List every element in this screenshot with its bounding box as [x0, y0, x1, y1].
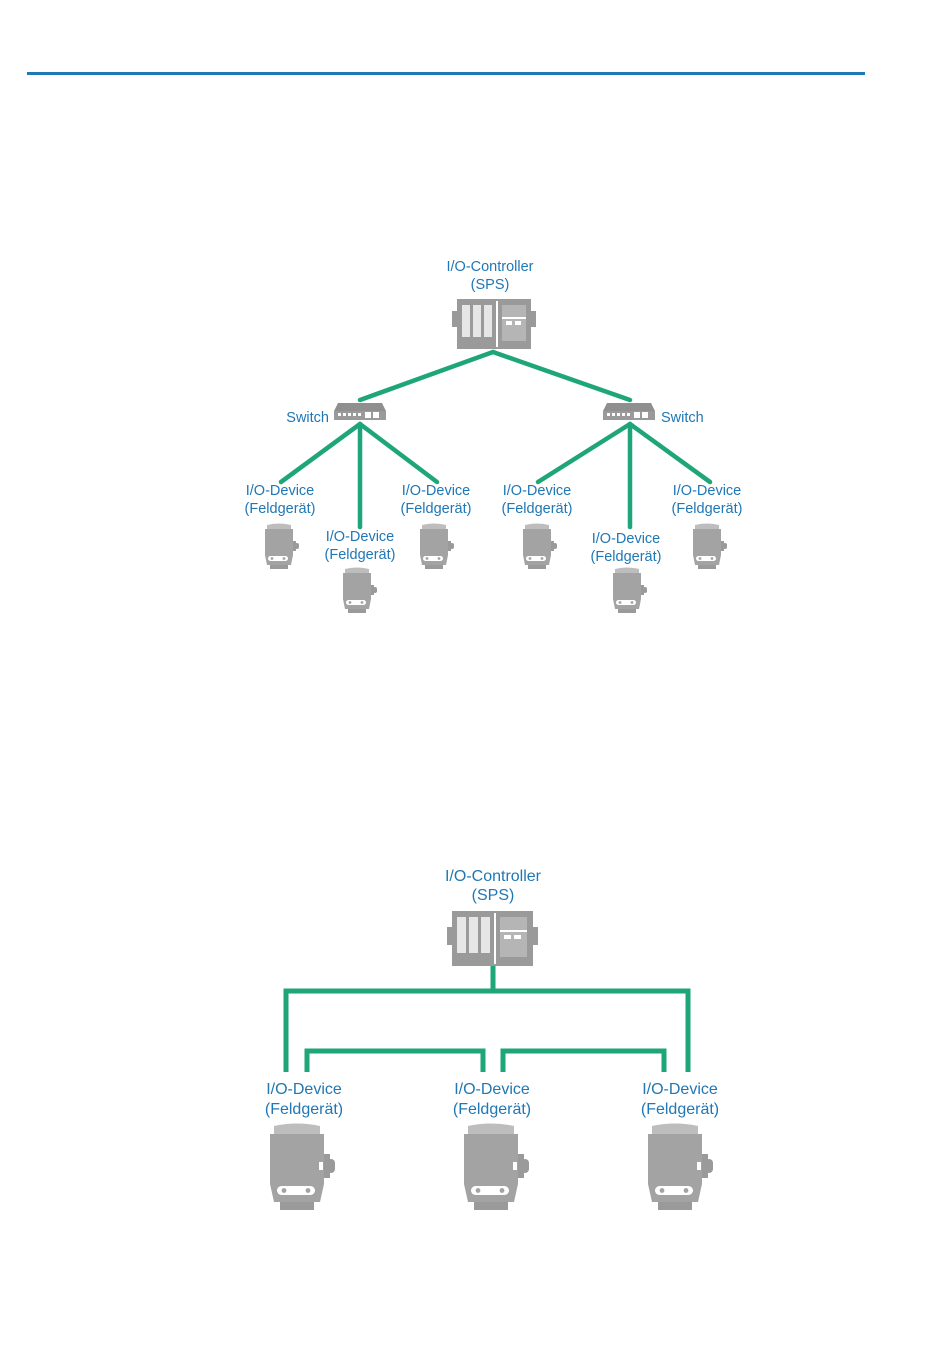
- plc-icon: [447, 911, 538, 966]
- ring-device-3: I/O-Device (Feldgerät): [641, 1081, 719, 1210]
- ring-topology-diagram: I/O-Controller (SPS) I/O-Device (Feldger…: [0, 860, 950, 1230]
- link-switch-right-device-6: [630, 424, 710, 482]
- device-sublabel: (Feldgerät): [265, 1101, 343, 1118]
- switch-left-icon: [334, 403, 386, 420]
- controller-label: I/O-Controller: [446, 259, 533, 275]
- switch-left-label: Switch: [286, 410, 329, 426]
- device-sublabel: (Feldgerät): [401, 501, 472, 517]
- field-device-icon: [420, 524, 454, 570]
- field-device-icon: [270, 1124, 335, 1211]
- device-sublabel: (Feldgerät): [591, 549, 662, 565]
- link-switch-right-device-4: [538, 424, 630, 482]
- link-device-1-device-2: [307, 1051, 483, 1072]
- device-5: I/O-Device (Feldgerät): [591, 531, 662, 613]
- switch-right-icon: [603, 403, 655, 420]
- field-device-icon: [693, 524, 727, 570]
- device-label: I/O-Device: [454, 1081, 530, 1098]
- device-sublabel: (Feldgerät): [672, 501, 743, 517]
- plc-icon: [452, 299, 536, 349]
- device-3: I/O-Device (Feldgerät): [401, 483, 472, 569]
- device-sublabel: (Feldgerät): [641, 1101, 719, 1118]
- switch-right-label: Switch: [661, 410, 704, 426]
- device-2: I/O-Device (Feldgerät): [325, 529, 396, 613]
- device-sublabel: (Feldgerät): [453, 1101, 531, 1118]
- controller-sublabel: (SPS): [471, 277, 510, 293]
- device-label: I/O-Device: [402, 483, 471, 499]
- link-controller-outer-ring: [286, 991, 688, 1072]
- field-device-icon: [464, 1124, 529, 1211]
- link-controller-switch-left: [360, 352, 493, 400]
- device-1: I/O-Device (Feldgerät): [245, 483, 316, 569]
- field-device-icon: [265, 524, 299, 570]
- device-4: I/O-Device (Feldgerät): [502, 483, 573, 569]
- device-sublabel: (Feldgerät): [245, 501, 316, 517]
- ring-device-1: I/O-Device (Feldgerät): [265, 1081, 343, 1210]
- link-switch-left-device-3: [360, 424, 437, 482]
- link-switch-left-device-1: [281, 424, 360, 482]
- field-device-icon: [343, 568, 377, 614]
- device-label: I/O-Device: [503, 483, 572, 499]
- header-rule: [27, 72, 865, 75]
- ring-device-2: I/O-Device (Feldgerät): [453, 1081, 531, 1210]
- controller-sublabel: (SPS): [472, 887, 515, 904]
- field-device-icon: [648, 1124, 713, 1211]
- controller-label: I/O-Controller: [445, 868, 542, 885]
- device-label: I/O-Device: [246, 483, 315, 499]
- device-label: I/O-Device: [266, 1081, 342, 1098]
- field-device-icon: [613, 568, 647, 614]
- device-label: I/O-Device: [592, 531, 661, 547]
- device-label: I/O-Device: [326, 529, 395, 545]
- device-sublabel: (Feldgerät): [502, 501, 573, 517]
- star-topology-diagram: I/O-Controller (SPS) Switch Switch I/O-D…: [0, 245, 950, 630]
- device-6: I/O-Device (Feldgerät): [672, 483, 743, 569]
- device-label: I/O-Device: [673, 483, 742, 499]
- device-label: I/O-Device: [642, 1081, 718, 1098]
- link-device-2-device-3: [503, 1051, 664, 1072]
- field-device-icon: [523, 524, 557, 570]
- link-controller-switch-right: [493, 352, 630, 400]
- device-sublabel: (Feldgerät): [325, 547, 396, 563]
